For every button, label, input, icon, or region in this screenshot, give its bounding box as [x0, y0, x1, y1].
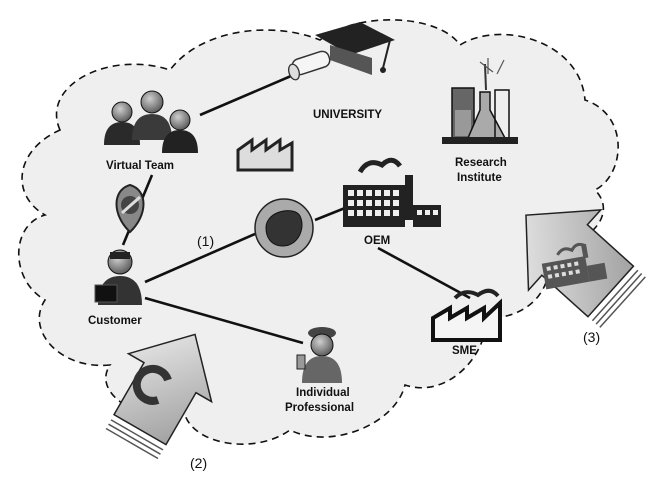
sme-label: SME — [452, 345, 477, 357]
line-link-oem — [314, 206, 346, 222]
line-customer-link — [144, 232, 256, 284]
small-factory-icon — [236, 137, 294, 172]
research-label-line2: Institute — [457, 172, 502, 184]
research-label-line1: Research — [455, 157, 507, 169]
line-oem-sme — [377, 246, 471, 300]
graduation-cap-icon — [287, 22, 395, 81]
link-node-icon — [254, 198, 314, 258]
arrow-2-marker: (2) — [190, 455, 207, 471]
factory-arrow — [525, 208, 646, 328]
line-customer-professional — [144, 296, 304, 345]
customer-label: Customer — [88, 315, 142, 327]
customer-person-icon — [94, 249, 142, 305]
sme-factory-icon — [431, 288, 502, 342]
link-1-marker: (1) — [197, 233, 214, 249]
lab-flask-icon — [442, 58, 518, 144]
oem-factory-icon — [343, 157, 441, 227]
map-pin-icon — [115, 183, 145, 234]
refresh-arrow-icon — [132, 364, 172, 405]
university-label: UNIVERSITY — [313, 109, 382, 121]
factory-arrow-icon — [541, 242, 608, 290]
team-people-icon — [104, 90, 198, 153]
oem-label: OEM — [364, 235, 390, 247]
virtual-team-label: Virtual Team — [106, 160, 174, 172]
professional-worker-icon — [296, 327, 342, 383]
refresh-arrow — [105, 333, 213, 460]
professional-label-line1: Individual — [296, 387, 350, 399]
line-team-university — [199, 68, 306, 117]
arrow-3-marker: (3) — [583, 329, 600, 345]
professional-label-line2: Professional — [285, 402, 354, 414]
